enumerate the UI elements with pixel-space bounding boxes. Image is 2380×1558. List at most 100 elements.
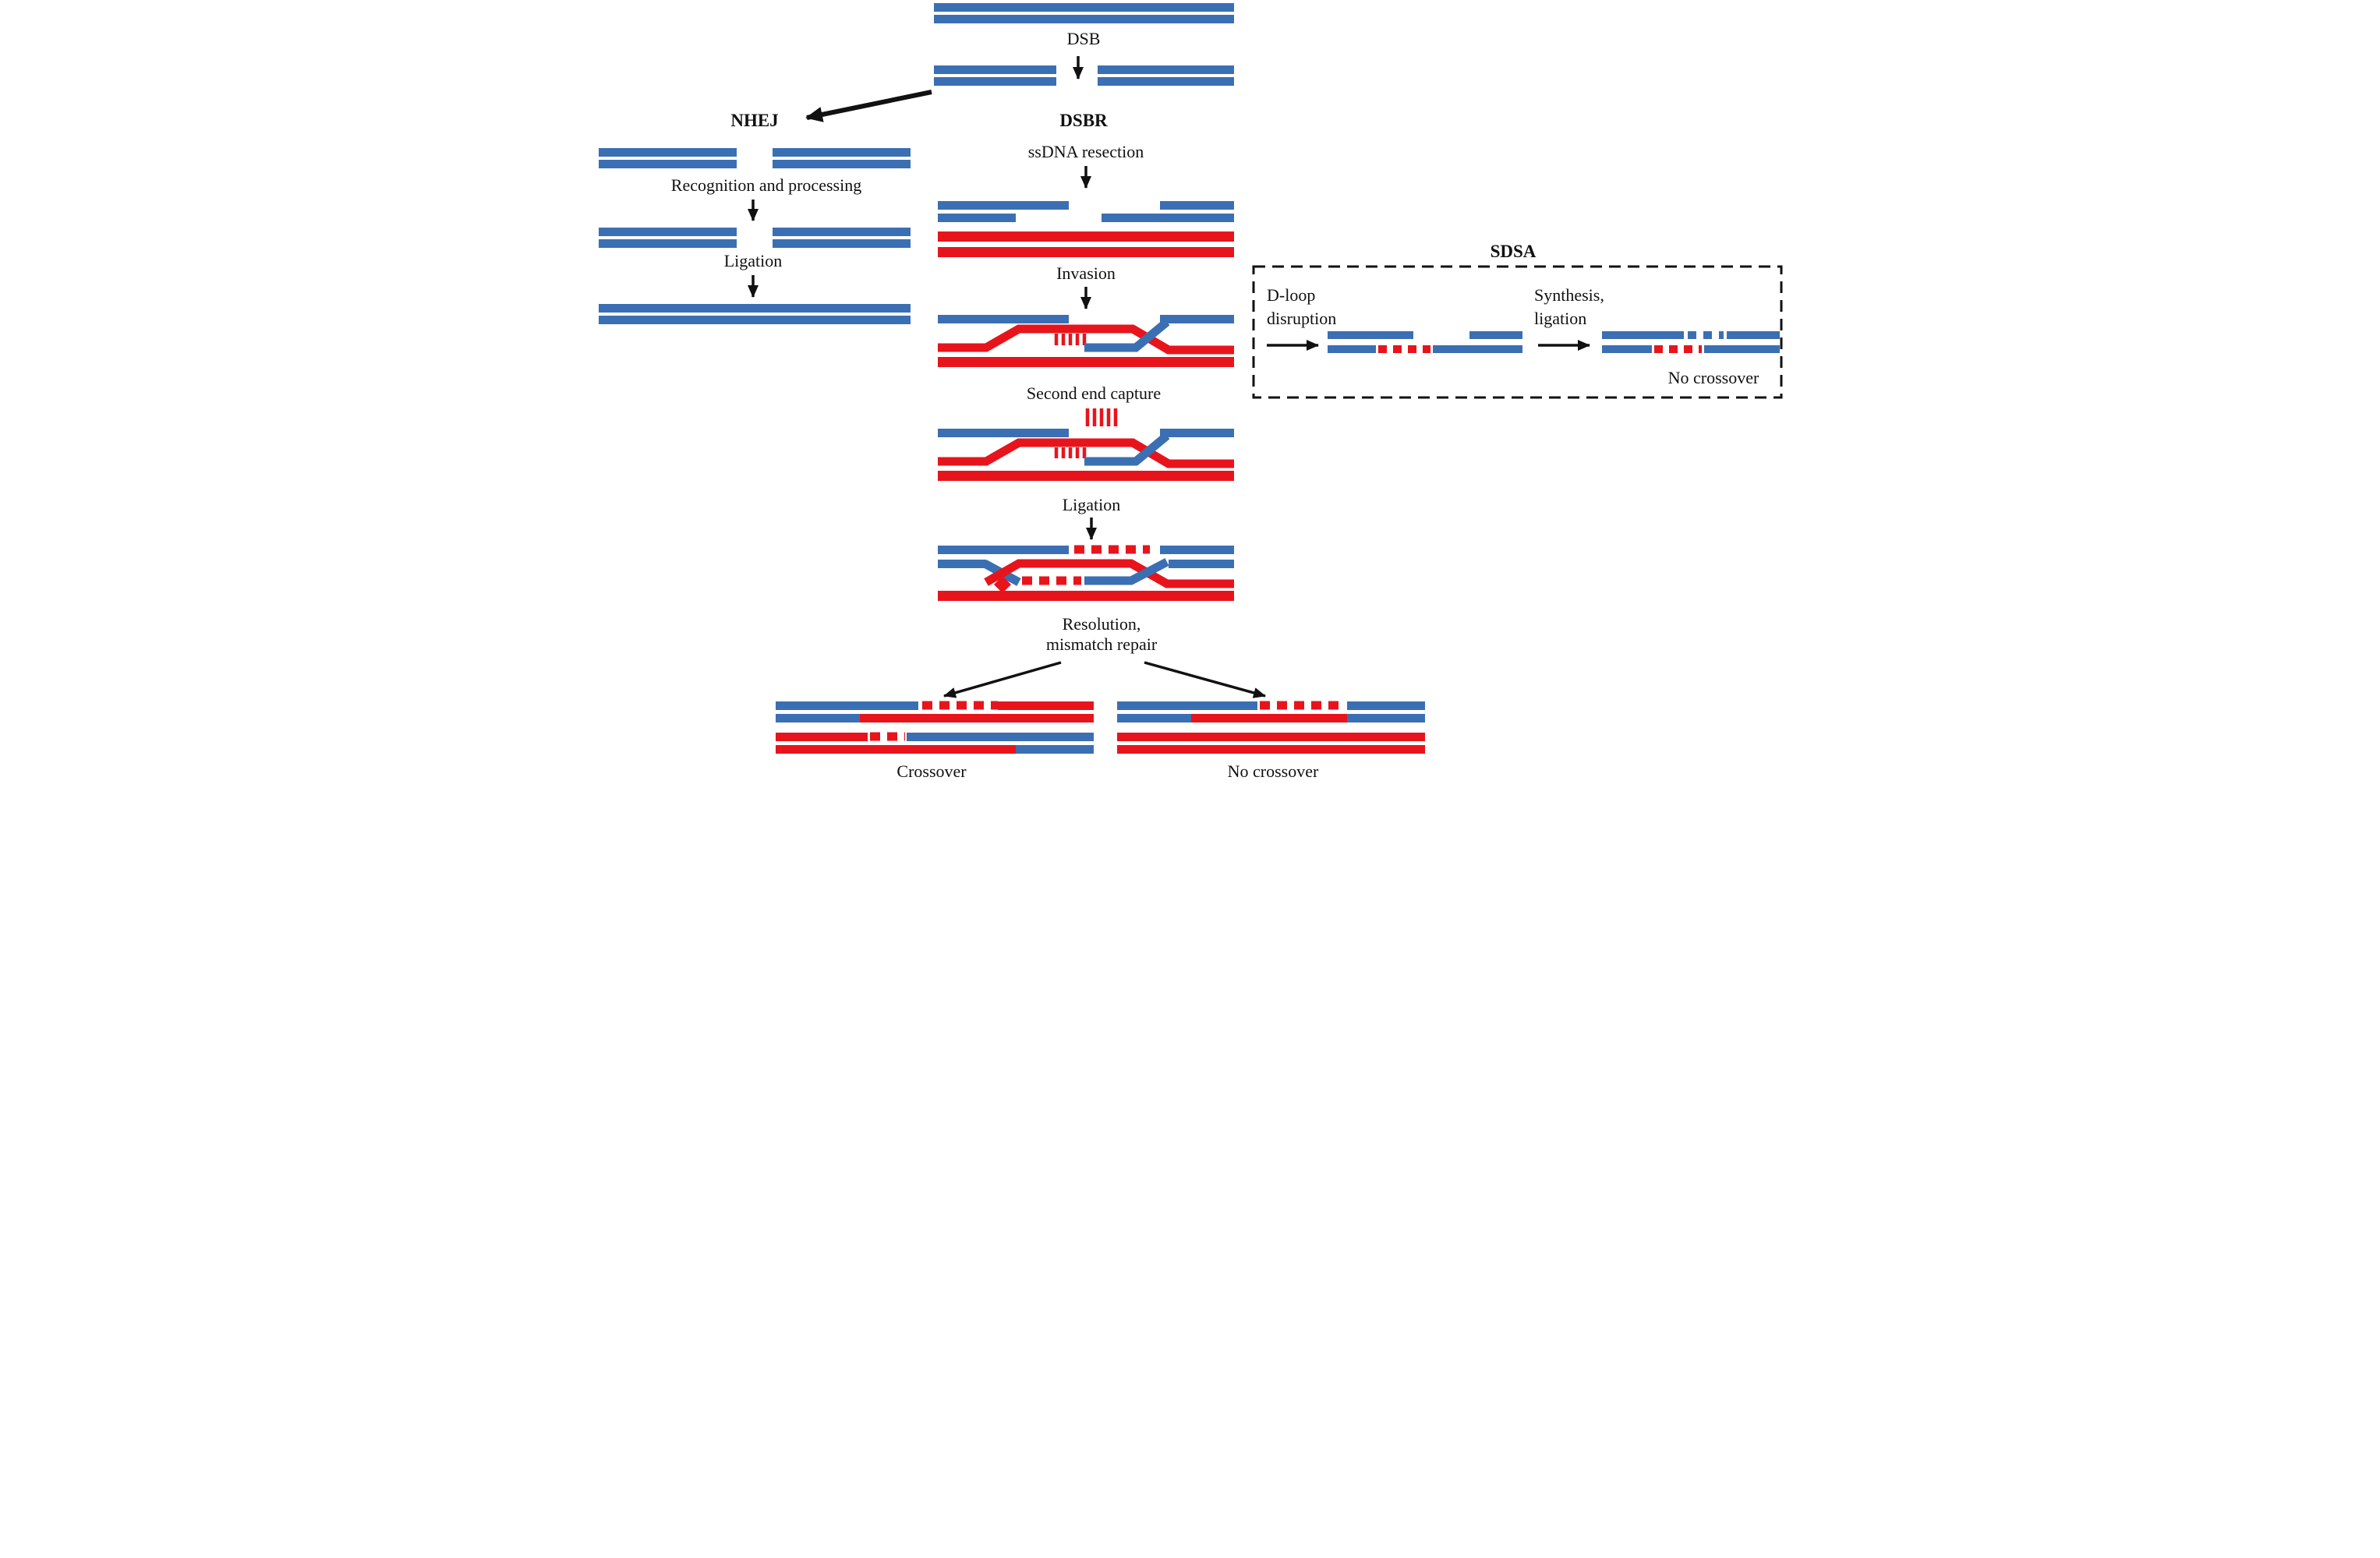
crossover-label: Crossover — [896, 761, 967, 779]
dna-strand-blue — [1098, 65, 1234, 74]
dna-strand-red — [776, 745, 1016, 754]
dna-strand-blue — [1433, 345, 1522, 353]
dsbr-step5-label-line1: Resolution, — [1063, 614, 1141, 634]
nhej-title: NHEJ — [730, 111, 778, 130]
double-holliday-junction — [938, 545, 1234, 601]
broken-dna-duplex — [934, 65, 1234, 86]
no-crossover-product — [1117, 701, 1425, 754]
base-pairing-hatches — [1054, 334, 1087, 345]
dna-strand-red — [860, 714, 1094, 722]
dna-strand-red — [776, 733, 868, 741]
donor-strand-red — [938, 591, 1234, 601]
dna-strand-blue — [1727, 331, 1780, 339]
dna-strand-blue — [776, 714, 860, 722]
no-crossover-label: No crossover — [1228, 761, 1319, 779]
dna-strand-red — [1117, 733, 1425, 741]
dna-strand-blue-resected — [938, 214, 1016, 222]
donor-strand-red — [938, 357, 1234, 367]
dsbr-step3-label: Second end capture — [1027, 383, 1161, 403]
dna-strand-blue — [599, 316, 911, 324]
junction-strand-red — [984, 559, 1234, 588]
dna-strand-blue — [599, 228, 737, 236]
dna-strand-blue — [1117, 701, 1257, 710]
sdsa-disrupted-structure — [1328, 331, 1522, 353]
dna-strand-blue — [1098, 77, 1234, 86]
dna-strand-blue — [1602, 331, 1684, 339]
second-end-pairing-hatches — [1085, 408, 1118, 426]
dna-strand-blue — [934, 15, 1234, 23]
sdsa-step2-label-line2: ligation — [1534, 309, 1586, 328]
nhej-step2-label: Ligation — [724, 251, 783, 270]
dna-strand-blue — [1602, 345, 1652, 353]
dna-strand-blue — [599, 304, 911, 313]
dna-strand-blue — [1469, 331, 1522, 339]
dna-strand-blue — [1160, 429, 1234, 437]
dna-strand-blue-resected — [1160, 201, 1234, 210]
figure-canvas: DSB NHEJ Recognition and processing Liga… — [599, 3, 1783, 779]
dna-strand-blue — [1347, 714, 1425, 722]
resected-ends-with-donor — [938, 201, 1234, 257]
sdsa-step1-label-line2: disruption — [1267, 309, 1336, 328]
dna-strand-blue — [599, 160, 737, 168]
dna-strand-blue — [776, 701, 918, 710]
dsb-label: DSB — [1067, 29, 1101, 48]
sdsa-step2-label-line1: Synthesis, — [1534, 285, 1604, 305]
sdsa-dashed-box — [1252, 265, 1783, 399]
nhej-broken-ends — [599, 148, 911, 168]
d-loop-strand-red — [938, 438, 1234, 468]
junction-crossing-blue — [1084, 558, 1169, 585]
dna-strand-blue — [938, 560, 986, 568]
donor-strand-red — [938, 231, 1234, 242]
donor-strand-red — [938, 247, 1234, 257]
dna-strand-blue — [599, 148, 737, 157]
nhej-repaired-duplex — [599, 304, 911, 324]
dna-strand-blue — [934, 77, 1056, 86]
sdsa-title: SDSA — [1491, 242, 1537, 261]
base-pairing-hatches — [1054, 447, 1087, 458]
dna-strand-blue — [938, 315, 1069, 323]
junction-diamond-red — [994, 576, 1011, 593]
dna-strand-red — [998, 701, 1094, 710]
intact-dna-duplex — [934, 3, 1234, 23]
dna-strand-blue — [599, 239, 737, 248]
dna-strand-blue — [934, 3, 1234, 12]
dna-strand-blue — [938, 546, 1069, 554]
dna-strand-blue — [773, 228, 911, 236]
dna-strand-blue — [934, 65, 1056, 74]
dna-strand-blue — [773, 148, 911, 157]
dna-strand-blue — [938, 429, 1069, 437]
dna-strand-red — [1117, 745, 1425, 754]
dna-strand-blue — [1704, 345, 1780, 353]
strand-invasion-structure — [938, 315, 1234, 367]
dna-strand-blue — [1102, 214, 1234, 222]
dna-strand-blue — [1328, 345, 1376, 353]
nhej-processed-ends — [599, 228, 911, 248]
nhej-step1-label: Recognition and processing — [671, 175, 861, 195]
dna-strand-blue — [1160, 315, 1234, 323]
sdsa-no-crossover-label: No crossover — [1668, 368, 1759, 387]
dsbr-step4-label: Ligation — [1063, 495, 1121, 514]
invading-strand-blue — [1084, 432, 1170, 466]
sdsa-ligated-product — [1602, 331, 1780, 353]
dsbr-step1-label: ssDNA resection — [1028, 142, 1144, 161]
donor-strand-red — [938, 471, 1234, 481]
dna-strand-blue — [1016, 745, 1094, 754]
dna-strand-red — [1191, 714, 1347, 722]
dna-strand-blue — [907, 733, 1094, 741]
resolution-arrow-left — [943, 661, 1062, 698]
dna-strand-blue — [773, 239, 911, 248]
dna-repair-pathways-figure: DSB NHEJ Recognition and processing Liga… — [595, 0, 1785, 779]
dsbr-title: DSBR — [1059, 111, 1108, 130]
dna-strand-blue — [1347, 701, 1425, 710]
dna-strand-blue — [938, 201, 1069, 210]
resolution-arrow-right — [1144, 661, 1266, 698]
crossover-product — [776, 701, 1094, 754]
nhej-branch-arrow — [805, 90, 932, 122]
invading-strand-blue — [1084, 318, 1170, 352]
dna-strand-blue — [1117, 714, 1191, 722]
d-loop-strand-red — [938, 324, 1234, 355]
dsbr-step2-label: Invasion — [1056, 263, 1116, 283]
dsbr-step5-label-line2: mismatch repair — [1046, 634, 1158, 654]
sdsa-step1-label-line1: D-loop — [1267, 285, 1315, 305]
dna-strand-blue — [773, 160, 911, 168]
